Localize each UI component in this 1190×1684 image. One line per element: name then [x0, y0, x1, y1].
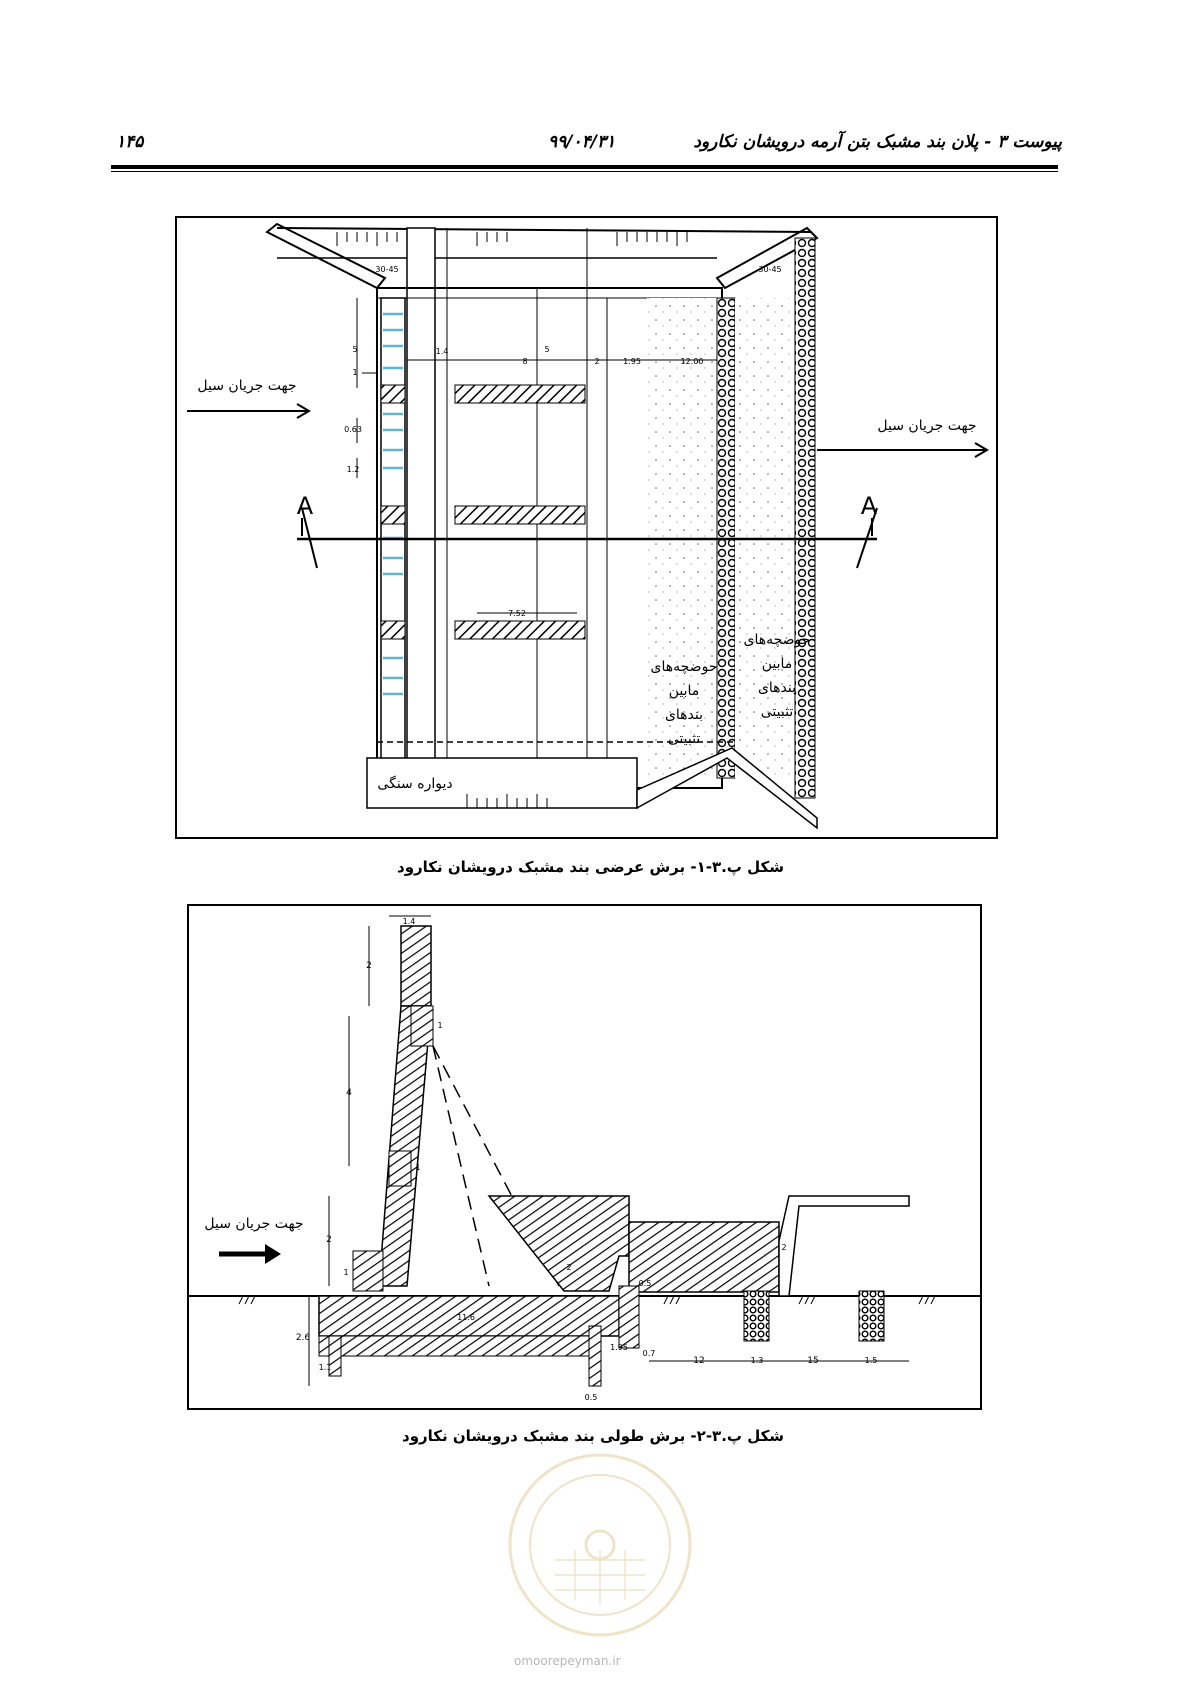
flow-direction-label: جهت جریان سیل [204, 1216, 304, 1232]
dim-5-left: 5 [352, 345, 358, 354]
dim-2: 2 [594, 357, 600, 366]
figure1-caption: شکل پ.۳-۱- برش عرضی بند مشبک درویشان نکا… [397, 858, 784, 876]
dim-0-63: 0.63 [344, 425, 362, 434]
dim-h4: 1 [437, 1021, 443, 1030]
dim-h6: 1 [343, 1268, 349, 1277]
cross-section-drawing [187, 222, 989, 830]
longitudinal-section-drawing [189, 915, 980, 1387]
watermark-logo [508, 1453, 692, 1637]
dim-w2: 1.5 [864, 1356, 878, 1365]
dim-slope-left: 30-45 [375, 265, 399, 274]
header-rule-thin [111, 171, 1058, 172]
dim-1: 1 [352, 368, 358, 377]
page-number: ۱۴۵ [116, 132, 144, 152]
dim-toe: 0.7 [642, 1349, 656, 1358]
dim-12: 12.00 [680, 357, 704, 366]
page-header-title: پیوست ۳ - پلان بند مشبک بتن آرمه درویشان… [693, 132, 1062, 152]
dim-h1: 2 [366, 961, 372, 971]
header-rule [111, 165, 1058, 169]
section-a-right: A [860, 492, 878, 520]
stone-wall-label: دیواره سنگی [377, 776, 453, 792]
dim-w1: 1.3 [750, 1356, 764, 1365]
dim-d2: 2 [566, 1263, 572, 1272]
dim-1-4: 1.4 [435, 347, 449, 356]
dim-step: 1.95 [610, 1343, 628, 1352]
flow-direction-label-right: جهت جریان سیل [877, 418, 977, 434]
dim-1-95: 1.95 [623, 357, 641, 366]
dim-h2: 4 [346, 1088, 352, 1098]
dim-5-right: 5 [544, 345, 550, 354]
dim-len2: 15 [807, 1356, 819, 1366]
dim-len1: 12 [693, 1356, 705, 1366]
dim-s1: 2 [781, 1243, 787, 1252]
pools-label-1: حوضچه‌های مابین بندهای تثبیتی [650, 659, 718, 747]
dim-cut: 0.5 [584, 1393, 598, 1402]
figure2-caption: شکل پ.۳-۲- برش طولی بند مشبک درویشان نکا… [402, 1427, 785, 1445]
section-a-left: A [296, 492, 314, 520]
dim-h3: 2 [326, 1235, 332, 1245]
flow-direction-label-left: جهت جریان سیل [197, 378, 297, 394]
dim-8: 8 [522, 357, 528, 366]
dim-slab: 0.5 [638, 1279, 652, 1288]
watermark-site: omoorepeyman.ir [514, 1654, 621, 1668]
pools-label-2: حوضچه‌های مابین بندهای تثبیتی [743, 632, 811, 720]
dim-1-2: 1.2 [346, 465, 360, 474]
dim-depth: 2.6 [295, 1333, 311, 1343]
dim-apron: 11.6 [457, 1313, 475, 1322]
figure-longitudinal-section: جهت جریان سیل 1.4 2 4 2 1 1 1 2.6 1.1 11… [187, 904, 982, 1410]
dim-7-52: 7.52 [508, 609, 526, 618]
figure-cross-section: جهت جریان سیل جهت جریان سیل A A حوضچه‌ها… [175, 216, 998, 839]
page-header-date: ۹۹/۰۴/۳۱ [548, 132, 616, 152]
dim-top-width: 1.4 [402, 917, 416, 926]
dim-slope-right: 30-45 [758, 265, 782, 274]
dim-foot: 1.1 [318, 1363, 332, 1372]
dim-h5: 1 [415, 1163, 421, 1172]
